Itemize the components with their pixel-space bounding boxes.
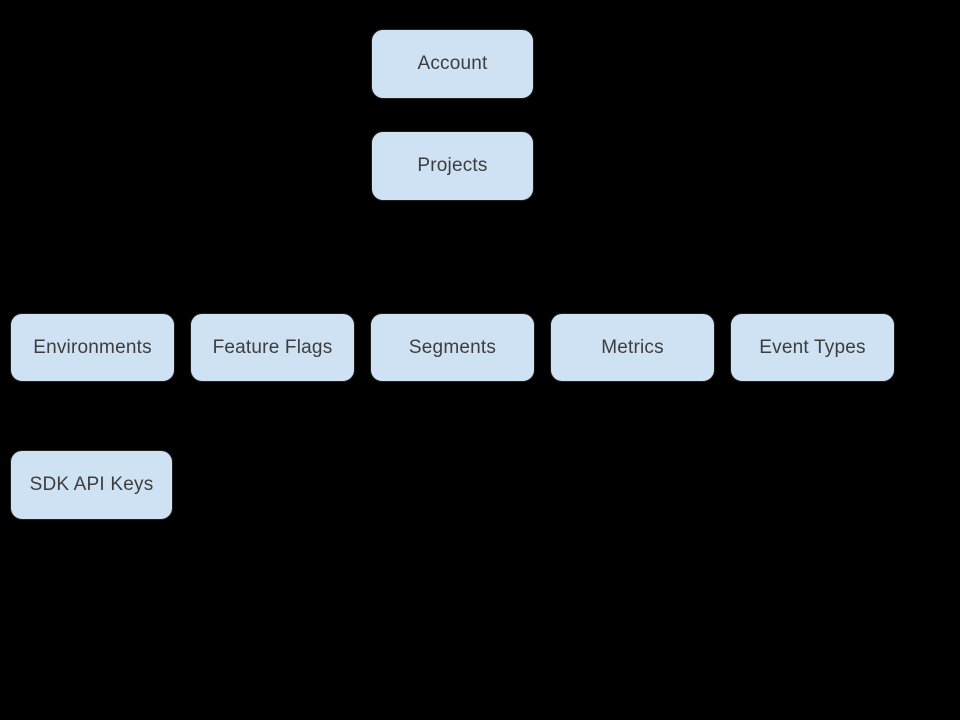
node-account: Account xyxy=(371,29,534,99)
node-sdk-api-keys: SDK API Keys xyxy=(10,450,173,520)
node-event-types: Event Types xyxy=(730,313,895,382)
node-metrics: Metrics xyxy=(550,313,715,382)
node-feature-flags: Feature Flags xyxy=(190,313,355,382)
node-projects: Projects xyxy=(371,131,534,201)
node-segments: Segments xyxy=(370,313,535,382)
node-environments: Environments xyxy=(10,313,175,382)
